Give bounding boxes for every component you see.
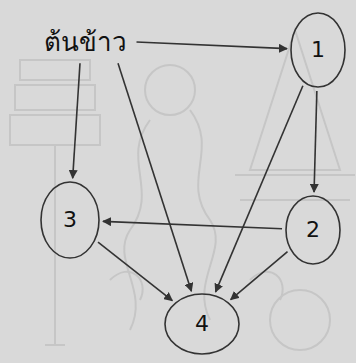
callout-number: 3 [63, 208, 77, 232]
arrow-connector [73, 63, 80, 178]
arrow-connector [118, 63, 191, 291]
plain-text-node: ต้นข้าว [40, 25, 131, 60]
arrow-connector [137, 42, 288, 49]
arrow-connector [216, 86, 303, 292]
ellipse-node: 2 [285, 195, 341, 265]
callout-number: 1 [311, 38, 325, 62]
ellipse-node: 3 [40, 181, 100, 259]
callout-number: 4 [195, 312, 209, 336]
ellipse-outline [41, 182, 99, 258]
ellipse-outline [291, 13, 345, 87]
callout-number: 2 [306, 218, 320, 242]
arrow-connector [98, 242, 172, 301]
ellipse-node: 4 [164, 293, 240, 355]
arrow-connector [231, 252, 288, 300]
arrow-connector [103, 221, 282, 228]
arrow-connector [314, 91, 317, 192]
node-label: ต้นข้าว [44, 28, 127, 57]
ellipse-outline [165, 294, 239, 354]
ornament-pattern [10, 30, 355, 350]
ellipse-outline [286, 196, 340, 264]
ellipse-node: 1 [290, 12, 346, 88]
